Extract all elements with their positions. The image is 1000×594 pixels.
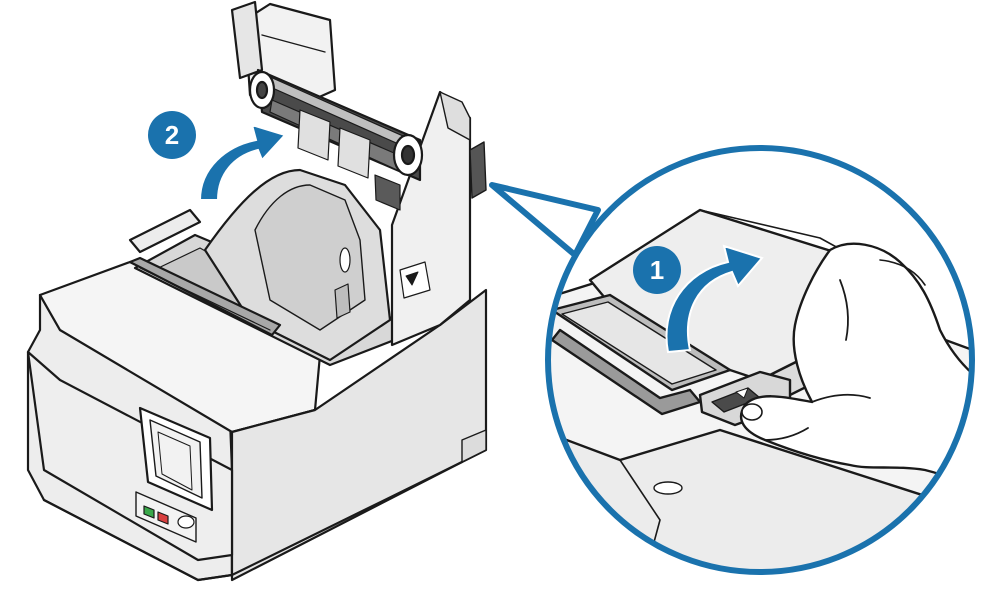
- hand-icon: [739, 242, 972, 502]
- callout-pointer: [489, 182, 601, 258]
- step-1-number: 1: [650, 255, 664, 285]
- step-2-arrow-icon: [198, 123, 287, 201]
- step-1: 1: [633, 244, 764, 354]
- tear-bar: [128, 256, 282, 337]
- led-red-icon: [157, 511, 169, 525]
- printer-front-panel: [26, 350, 234, 562]
- step-2-number: 2: [165, 120, 179, 150]
- step-1-arrow-icon: [665, 244, 764, 354]
- step-2-badge-icon: [148, 111, 196, 159]
- led-green-icon: [143, 505, 155, 519]
- callout-magnifier: [489, 145, 975, 575]
- feed-button: [177, 515, 195, 529]
- step-1-badge-icon: [633, 246, 681, 294]
- printer: [26, 0, 488, 582]
- step-2: 2: [148, 111, 287, 201]
- callout-ring: [545, 145, 975, 575]
- triangle-mark-icon: [405, 271, 419, 286]
- printer-body-right: [230, 288, 488, 582]
